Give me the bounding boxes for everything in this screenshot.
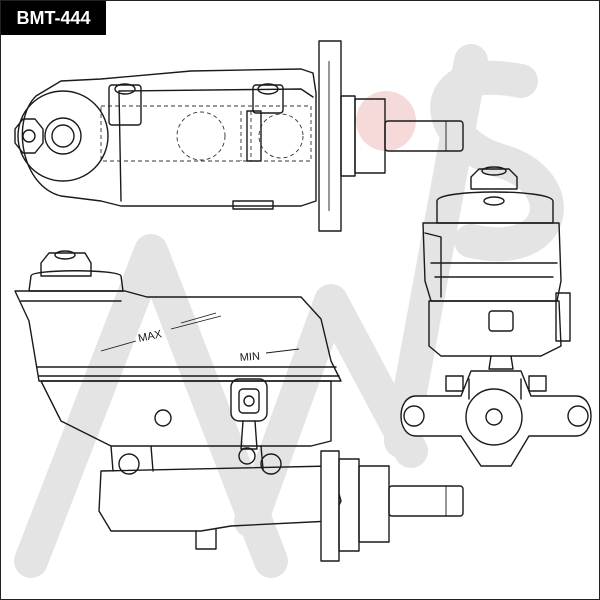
top-view: [14, 40, 464, 232]
min-level-mark: MIN: [239, 351, 260, 364]
side-view: MAX MIN: [14, 250, 464, 562]
brand-watermark: [14, 44, 564, 578]
max-level-mark: MAX: [137, 328, 163, 345]
end-view: [400, 166, 592, 467]
part-number-label: BMT-444: [1, 1, 106, 35]
